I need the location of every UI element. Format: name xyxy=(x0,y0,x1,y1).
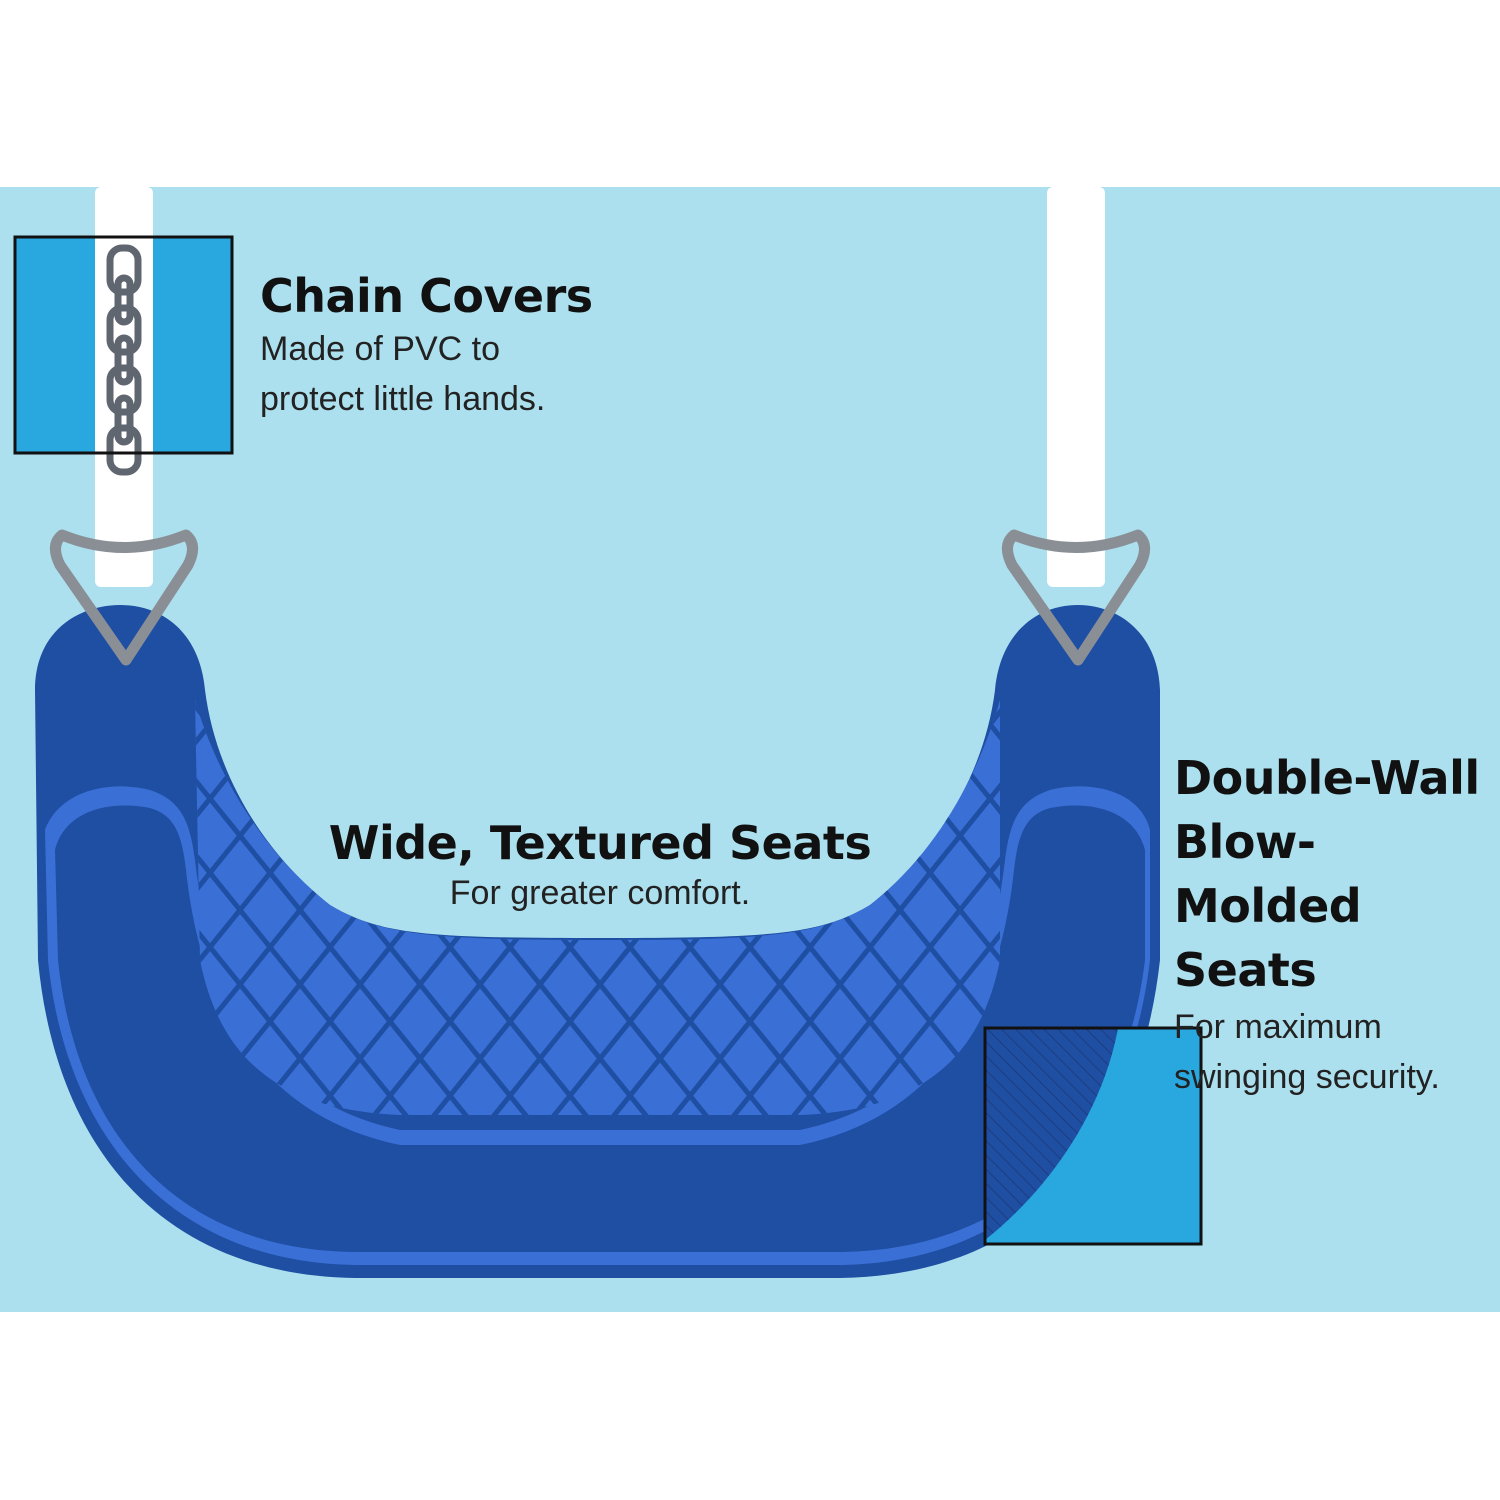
chain-covers-callout: Chain Covers Made of PVC to protect litt… xyxy=(260,268,593,424)
textured-seats-title: Wide, Textured Seats xyxy=(328,816,872,870)
chain-inset xyxy=(13,235,234,476)
right-triangle-connector xyxy=(1002,529,1150,666)
textured-seats-callout: Wide, Textured Seats For greater comfort… xyxy=(300,815,900,915)
chain-link xyxy=(106,364,142,416)
right-chain-cover xyxy=(1047,187,1105,587)
chain-covers-line-1: Made of PVC to xyxy=(260,330,501,368)
chain-link xyxy=(114,394,134,446)
double-wall-line-1: For maximum xyxy=(1174,1008,1382,1046)
chain-link xyxy=(114,334,134,386)
double-wall-title-line-3: Seats xyxy=(1174,943,1317,997)
chain-link xyxy=(106,424,142,476)
double-wall-title-line-1: Double-Wall xyxy=(1174,751,1480,805)
double-wall-callout: Double-Wall Blow-Molded Seats For maximu… xyxy=(1174,746,1500,1102)
seat-texture-groove xyxy=(195,700,392,1115)
chain-link-icon xyxy=(106,244,142,476)
chain-covers-line-2: protect little hands. xyxy=(260,380,546,418)
double-wall-title-line-2: Blow-Molded xyxy=(1174,815,1362,933)
seat-texture-groove xyxy=(195,700,272,1115)
double-wall-line-2: swinging security. xyxy=(1174,1058,1440,1096)
textured-seats-line-1: For greater comfort. xyxy=(449,874,751,912)
seat-inner-shadow xyxy=(55,805,1145,1252)
seat-texture-groove xyxy=(748,700,1000,1115)
chain-link xyxy=(114,274,134,326)
wall-cross-section-inset xyxy=(983,1026,1203,1246)
chain-covers-title: Chain Covers xyxy=(260,269,593,323)
seat-texture-groove xyxy=(808,700,1000,1115)
left-triangle-connector xyxy=(50,529,198,666)
chain-link xyxy=(106,244,142,296)
chain-link xyxy=(106,304,142,356)
seat-texture-groove xyxy=(688,700,1000,1115)
